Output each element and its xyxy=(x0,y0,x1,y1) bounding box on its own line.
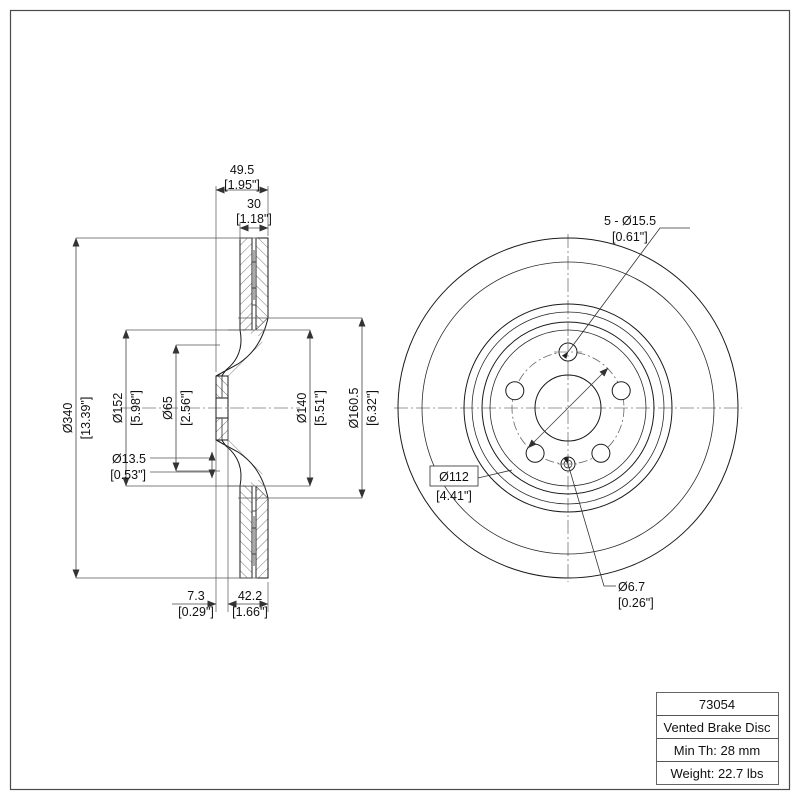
dim-overall-height-imperial: [1.95"] xyxy=(224,178,260,192)
circle-outer-diameter xyxy=(397,237,739,579)
callout-pilot-hole-imperial: [0.26"] xyxy=(618,596,654,610)
section-view xyxy=(120,237,300,579)
dim-center-bore-imperial: [2.56"] xyxy=(179,390,193,426)
callout-pilot-hole-metric: Ø6.7 xyxy=(618,580,645,594)
sheet-border xyxy=(9,9,791,791)
callout-bolt-circle-box xyxy=(429,465,479,487)
title-block-min-thickness: Min Th: 28 mm xyxy=(674,743,760,758)
dim-hat-depth-imperial: [1.66"] xyxy=(232,605,268,619)
dim-disc-thickness-imperial: [1.18"] xyxy=(236,212,272,226)
lug-hole-2 xyxy=(611,381,631,401)
title-block-weight: Weight: 22.7 lbs xyxy=(671,766,764,781)
dim-hat-outer-diameter-metric: Ø152 xyxy=(111,393,125,424)
circle-vane-outer xyxy=(463,303,673,513)
rotor-ring-lower xyxy=(239,484,269,579)
section-dimensions: Ø340 [13.39"] Ø152 [5.98"] Ø65 [2.56"] Ø… xyxy=(61,163,379,619)
dim-outer-diameter-metric: Ø340 xyxy=(61,403,75,434)
dim-vane-diameter: Ø160.5 [6.32"] xyxy=(347,317,379,499)
hat-flange-lower xyxy=(215,417,229,441)
lug-hole-5 xyxy=(505,381,525,401)
rotor-ring-upper xyxy=(239,237,269,332)
dim-disc-thickness: 30 [1.18"] xyxy=(236,197,272,240)
dim-vane-diameter-metric: Ø160.5 xyxy=(347,387,361,428)
title-block-part-number: 73054 xyxy=(699,697,735,712)
callout-bolt-circle: Ø112 [4.41"] xyxy=(429,465,513,503)
dim-overall-height: 49.5 [1.95"] xyxy=(215,163,269,372)
dim-inner-disc-diameter: Ø140 [5.51"] xyxy=(295,329,327,487)
lug-hole-3 xyxy=(591,443,611,463)
circle-vane-inner xyxy=(471,311,665,505)
callout-lug-holes-imperial: [0.61"] xyxy=(612,230,648,244)
section-lower-half xyxy=(215,417,269,579)
dim-hat-depth: 42.2 [1.66"] xyxy=(227,582,269,619)
dim-hat-offset: 7.3 [0.29"] xyxy=(172,420,229,619)
dim-inner-disc-diameter-imperial: [5.51"] xyxy=(313,390,327,426)
hat-flange-upper xyxy=(215,375,229,399)
dim-outer-diameter: Ø340 [13.39"] xyxy=(61,237,93,579)
circle-hat-step xyxy=(489,329,647,487)
dim-hat-depth-metric: 42.2 xyxy=(238,589,262,603)
dim-hat-outer-diameter: Ø152 [5.98"] xyxy=(111,329,143,487)
circle-hat-outer xyxy=(481,321,655,495)
dim-vane-diameter-imperial: [6.32"] xyxy=(365,390,379,426)
callout-lug-holes: 5 - Ø15.5 [0.61"] xyxy=(561,214,690,359)
dim-outer-diameter-imperial: [13.39"] xyxy=(79,397,93,440)
bolt-circle-dimension-arrows xyxy=(527,367,609,449)
callout-bolt-circle-metric: Ø112 xyxy=(439,470,469,484)
dim-disc-thickness-metric: 30 xyxy=(247,197,261,211)
callout-pilot-hole: Ø6.7 [0.26"] xyxy=(563,456,654,610)
dim-hat-outer-diameter-imperial: [5.98"] xyxy=(129,390,143,426)
dim-center-bore-metric: Ø65 xyxy=(161,396,175,420)
dim-hub-step-metric: Ø13.5 xyxy=(112,452,146,466)
dim-hub-step-imperial: [0.53"] xyxy=(110,468,146,482)
dim-hub-step: Ø13.5 [0.53"] xyxy=(110,451,216,482)
dim-overall-height-metric: 49.5 xyxy=(230,163,254,177)
title-block: 73054 Vented Brake Disc Min Th: 28 mm We… xyxy=(656,692,779,785)
callout-bolt-circle-imperial: [4.41"] xyxy=(436,489,472,503)
callout-lug-holes-metric: 5 - Ø15.5 xyxy=(604,214,656,228)
dim-hat-offset-metric: 7.3 xyxy=(187,589,204,603)
dim-hat-offset-imperial: [0.29"] xyxy=(178,605,214,619)
face-view xyxy=(394,234,742,582)
face-callouts: 5 - Ø15.5 [0.61"] Ø112 [4.41"] Ø6.7 [0.2… xyxy=(429,214,690,610)
circle-friction-inner xyxy=(421,261,715,555)
title-block-description: Vented Brake Disc xyxy=(664,720,771,735)
dim-inner-disc-diameter-metric: Ø140 xyxy=(295,393,309,424)
dim-center-bore: Ø65 [2.56"] xyxy=(161,344,193,472)
